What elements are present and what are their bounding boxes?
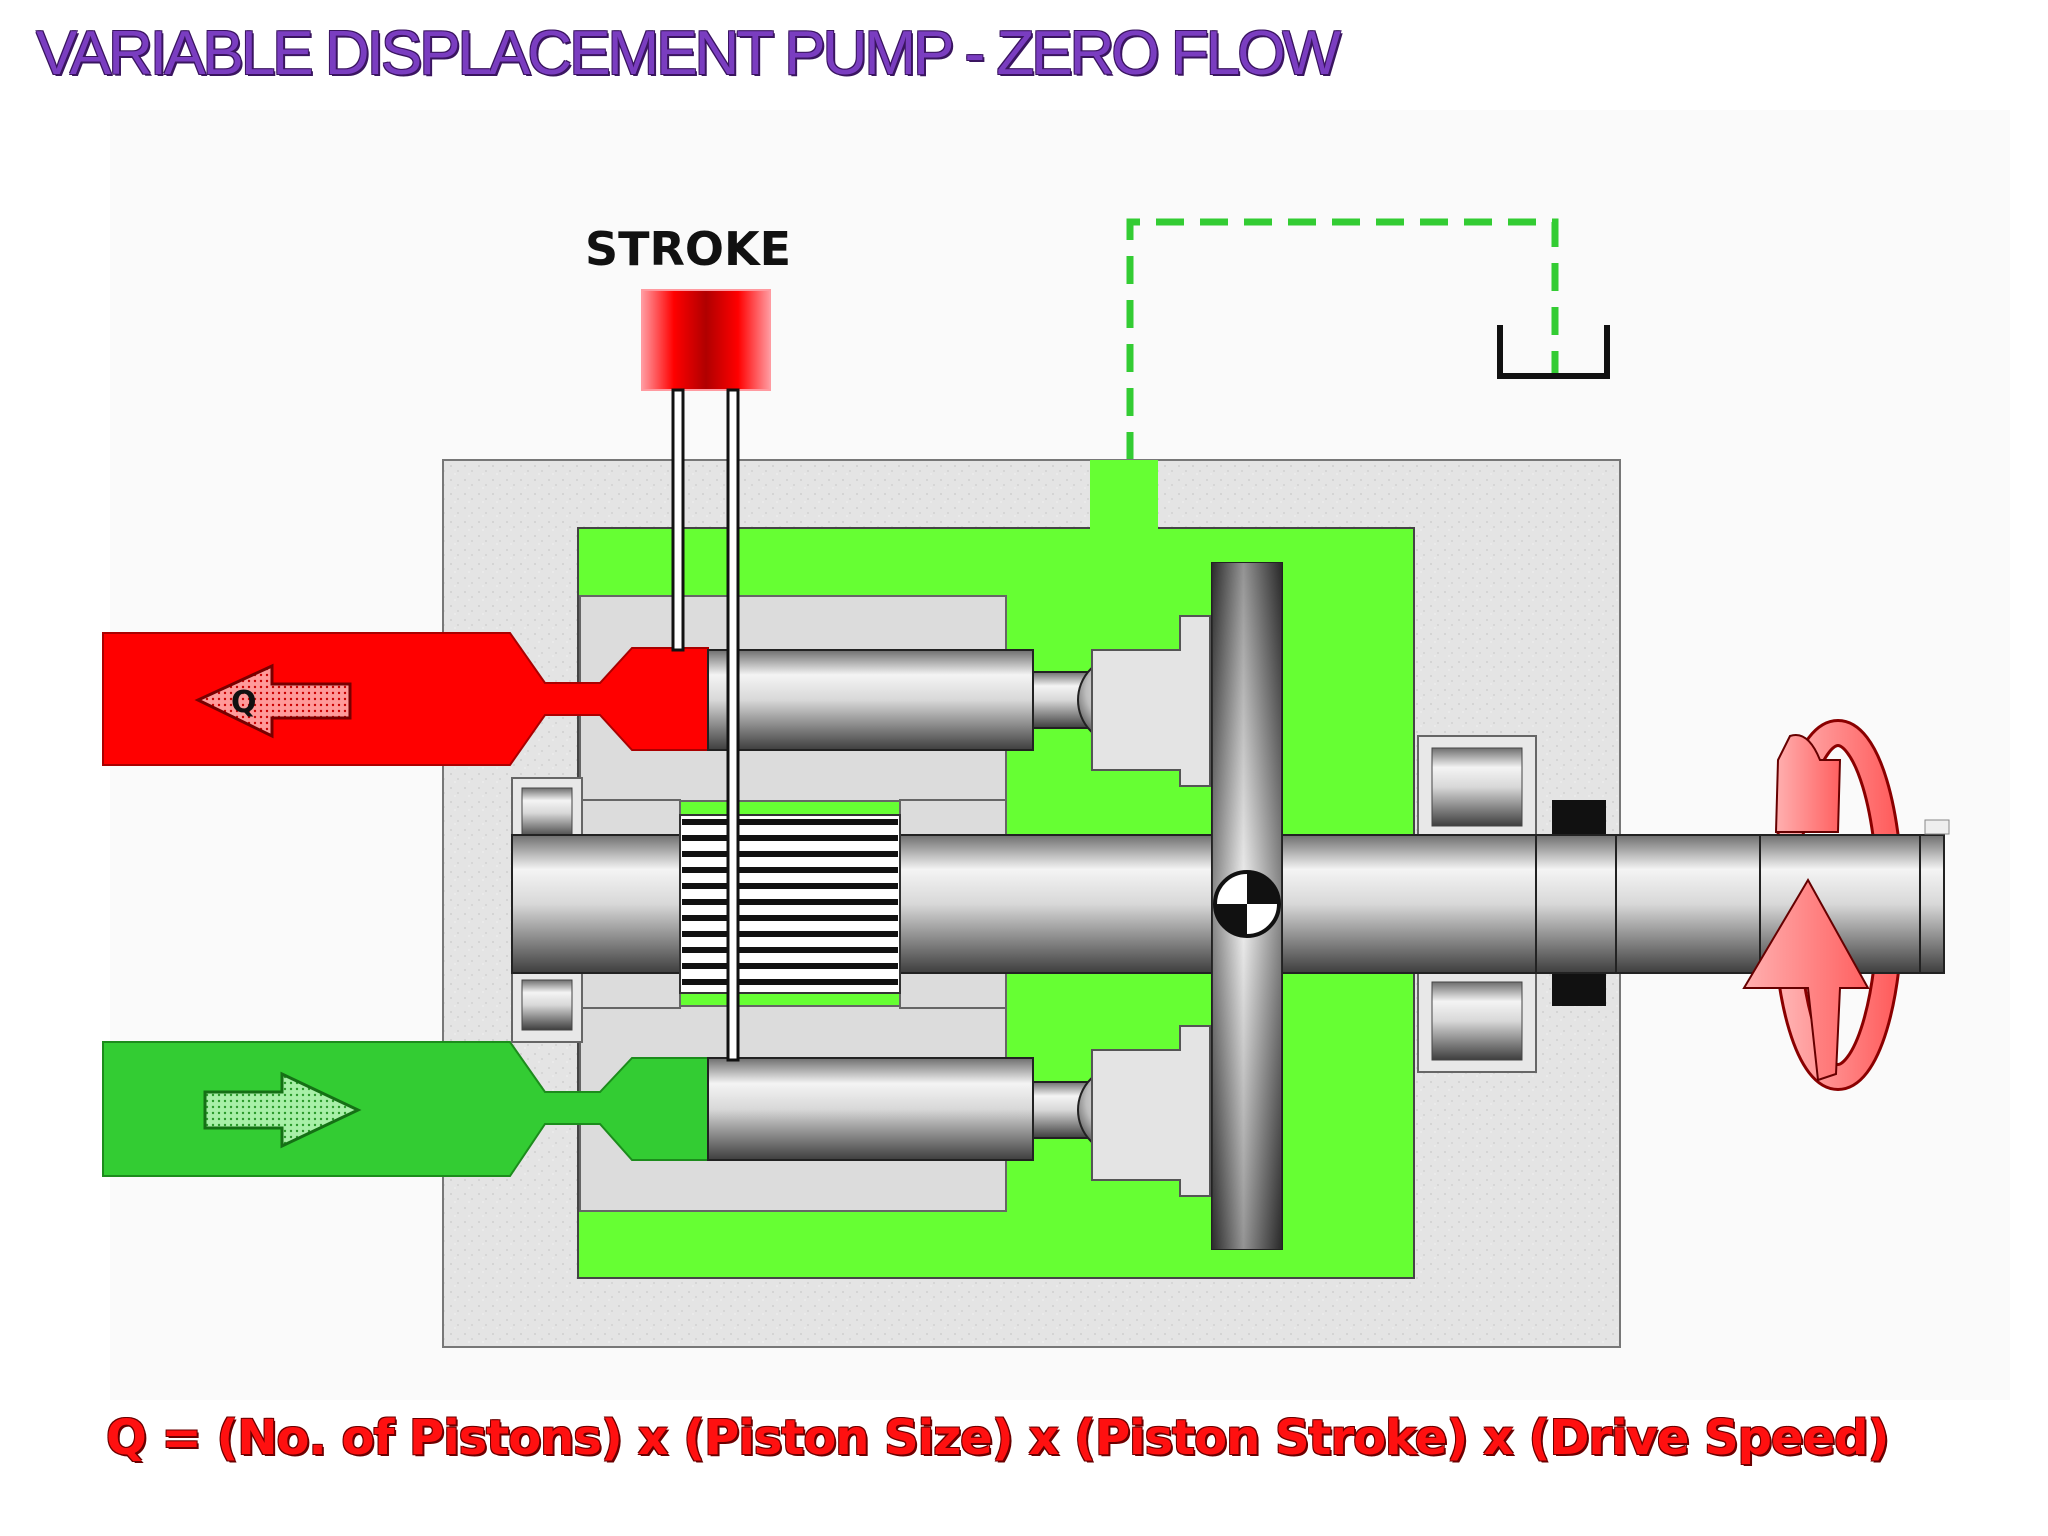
- shaft-seal-pass: [1535, 834, 1617, 974]
- diagram-title: VARIABLE DISPLACEMENT PUMP - ZERO FLOW: [36, 19, 1341, 88]
- outlet-flow-arrow: Q: [194, 663, 352, 739]
- right-bearing: [1417, 735, 1537, 1073]
- rotation-arrow-icon: [1742, 719, 1921, 1091]
- tank-symbol: [1497, 325, 1610, 379]
- flow-formula: Q = (No. of Pistons) x (Piston Size) x (…: [106, 1410, 1889, 1466]
- case-drain-line: [1126, 218, 1559, 460]
- stroke-actuator: [641, 289, 771, 391]
- stroke-rods: [671, 388, 740, 1062]
- inlet-flow-arrow: [203, 1071, 362, 1149]
- spline: [679, 814, 901, 994]
- piston-shoes: [1091, 615, 1211, 1197]
- stroke-label: STROKE: [585, 222, 792, 276]
- flow-symbol: Q: [231, 685, 257, 720]
- pivot-icon: [1213, 870, 1281, 938]
